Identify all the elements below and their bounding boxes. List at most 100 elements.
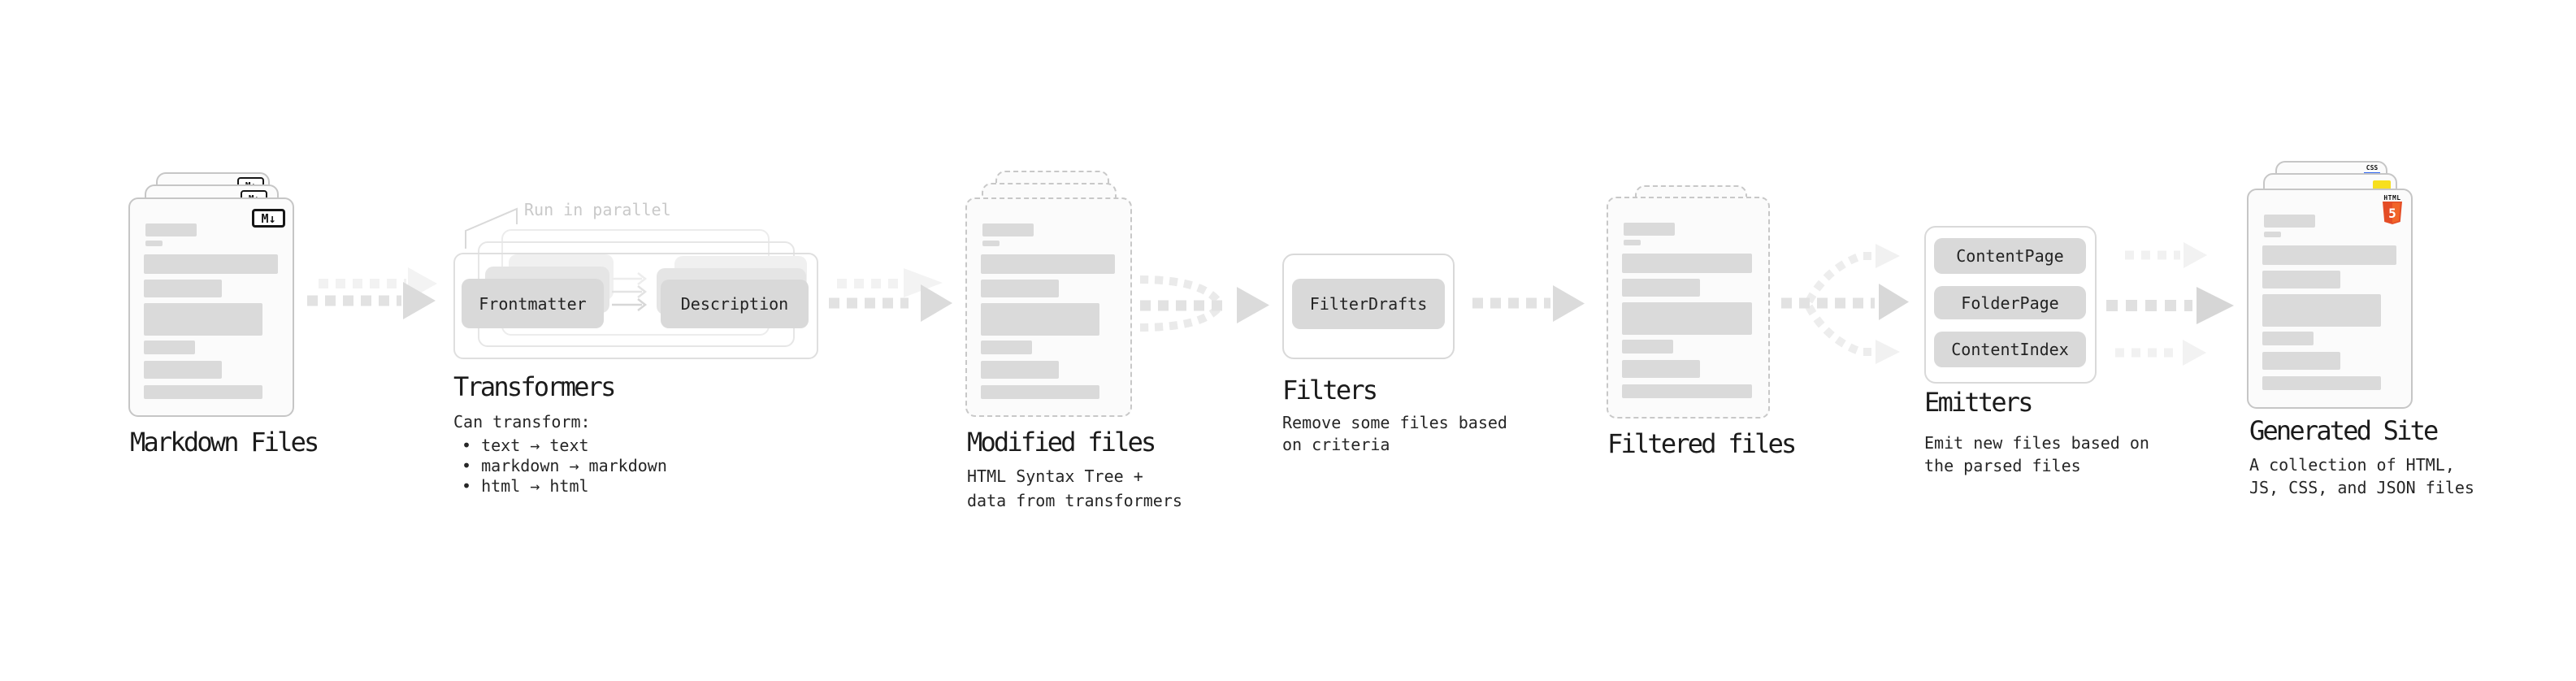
html5-icon: HTML 5 — [2382, 194, 2403, 228]
placeholder-line — [1622, 340, 1673, 354]
description-node-ghost — [674, 256, 807, 298]
markdown-icon: M↓ — [237, 177, 264, 193]
contentpage-node: ContentPage — [1934, 238, 2086, 274]
arrow-modified-to-filters — [1139, 275, 1269, 332]
emitters-container — [1924, 226, 2097, 384]
css-icon-bar — [2364, 172, 2380, 176]
frontmatter-node-ghost — [509, 254, 614, 300]
modified-file-card-back — [995, 171, 1109, 228]
placeholder-line — [982, 241, 1000, 246]
placeholder-line — [981, 280, 1059, 297]
run-in-parallel-annotation: Run in parallel — [524, 200, 671, 219]
placeholder-line — [981, 385, 1099, 399]
svg-text:5: 5 — [2388, 206, 2396, 221]
placeholder-line — [144, 361, 222, 379]
placeholder-line — [144, 385, 262, 399]
markdown-file-card-middle: M↓ — [145, 184, 279, 241]
description-node: Description — [661, 280, 809, 328]
css-icon: CSS — [2363, 165, 2381, 176]
filterdrafts-node: FilterDrafts — [1292, 279, 1445, 329]
frontmatter-node: Frontmatter — [462, 279, 604, 328]
stage-title-filtered-files: Filtered files — [1607, 428, 1797, 459]
parallel-arrows-icon — [612, 272, 648, 311]
placeholder-line — [2262, 271, 2340, 288]
stage-title-emitters: Emitters — [1924, 387, 2034, 418]
placeholder-line — [982, 223, 1034, 236]
filtered-file-card-front — [1607, 197, 1770, 419]
html5-icon-word: HTML — [2383, 194, 2401, 202]
placeholder-line — [1624, 223, 1675, 236]
html5-icon-shield: 5 — [2383, 202, 2402, 224]
arrow-filtered-to-emitters — [1781, 244, 1909, 364]
contentindex-node: ContentIndex — [1934, 332, 2086, 367]
annotation-callout-line — [465, 207, 518, 249]
transformers-bullet: • html → html — [462, 476, 589, 496]
filters-container — [1282, 254, 1455, 359]
placeholder-line — [981, 303, 1099, 336]
modified-file-card-middle — [982, 183, 1117, 240]
arrow-markdown-to-transformers — [307, 267, 437, 319]
placeholder-line — [981, 254, 1115, 274]
transformer-layer-middle — [478, 241, 795, 347]
placeholder-line — [145, 223, 197, 236]
javascript-icon — [2373, 180, 2391, 195]
modified-file-card-front — [965, 197, 1132, 417]
placeholder-line — [144, 280, 222, 297]
modified-files-desc: HTML Syntax Tree + data from transformer… — [967, 466, 1182, 510]
arrow-filters-to-filtered — [1472, 285, 1585, 322]
transformers-bullet: • text → text — [462, 436, 589, 455]
stage-title-generated-site: Generated Site — [2249, 415, 2439, 446]
placeholder-line — [2262, 294, 2381, 327]
placeholder-line — [144, 254, 278, 274]
placeholder-line — [2262, 352, 2340, 370]
stage-title-filters: Filters — [1282, 375, 1378, 406]
placeholder-line — [2264, 232, 2281, 237]
generated-file-card-html: HTML 5 — [2247, 189, 2413, 409]
transformers-desc-title: Can transform: — [453, 412, 591, 432]
css-icon-word: CSS — [2366, 164, 2379, 171]
stage-title-transformers: Transformers — [453, 371, 616, 402]
filters-desc: Remove some files based on criteria — [1282, 413, 1507, 454]
arrow-transformers-to-modified — [829, 268, 952, 322]
placeholder-line — [144, 340, 195, 354]
placeholder-line — [1622, 279, 1700, 297]
markdown-icon: M↓ — [252, 209, 285, 228]
transformer-layer-front — [453, 253, 818, 359]
placeholder-line — [981, 361, 1059, 379]
markdown-file-card-back: M↓ — [156, 172, 270, 229]
placeholder-line — [145, 241, 163, 246]
transformer-layer-back — [501, 229, 770, 336]
generated-site-desc: A collection of HTML, JS, CSS, and JSON … — [2249, 455, 2474, 497]
placeholder-line — [981, 340, 1032, 354]
markdown-icon: M↓ — [241, 190, 267, 206]
transformers-bullet: • markdown → markdown — [462, 456, 667, 475]
placeholder-line — [2262, 245, 2396, 265]
placeholder-line — [1622, 254, 1752, 273]
placeholder-line — [2264, 215, 2315, 228]
arrow-emitters-to-generated — [2106, 242, 2234, 366]
emitters-desc: Emit new files based on the parsed files — [1924, 433, 2149, 475]
stage-title-markdown-files: Markdown Files — [130, 427, 319, 458]
placeholder-line — [1622, 384, 1752, 398]
placeholder-line — [144, 303, 262, 336]
placeholder-line — [1624, 240, 1641, 245]
placeholder-line — [1622, 302, 1752, 335]
placeholder-line — [2262, 376, 2381, 390]
frontmatter-node-ghost — [485, 267, 609, 313]
folderpage-node: FolderPage — [1934, 286, 2086, 319]
generated-file-card-js — [2263, 173, 2397, 230]
placeholder-line — [2262, 332, 2314, 345]
description-node-ghost — [657, 268, 806, 314]
filtered-file-card-back — [1635, 185, 1747, 242]
placeholder-line — [1622, 360, 1700, 378]
markdown-file-card-front: M↓ — [128, 197, 294, 417]
